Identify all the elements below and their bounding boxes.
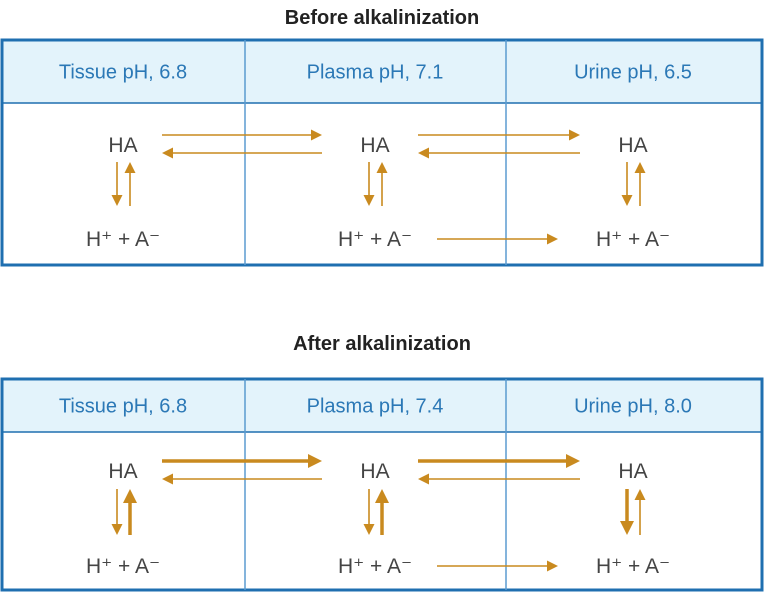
association-arrow — [634, 489, 646, 535]
association-arrow — [634, 162, 646, 206]
compartment-label: Tissue pH, 6.8 — [59, 62, 187, 84]
compartment-label: Urine pH, 6.5 — [574, 62, 692, 84]
compartment-urine: Urine pH, 8.0HA H⁺ + A⁻ — [574, 396, 692, 579]
transfer-arrow-ha — [418, 129, 580, 141]
arrow-head — [634, 489, 646, 500]
arrow-head — [124, 162, 136, 173]
dissociation-arrow — [111, 489, 123, 535]
arrow-head — [111, 195, 123, 206]
compartment-plasma: Plasma pH, 7.4HA H⁺ + A⁻ — [307, 396, 444, 579]
arrow-head — [363, 524, 375, 535]
arrow-head — [620, 521, 634, 535]
species-ions: H⁺ + A⁻ — [596, 555, 670, 578]
arrow-head — [418, 147, 429, 159]
panel-title: Before alkalinization — [285, 7, 480, 29]
compartment-urine: Urine pH, 6.5HA H⁺ + A⁻ — [574, 62, 692, 252]
association-arrow — [375, 489, 389, 535]
arrow-head — [162, 147, 173, 159]
compartment-tissue: Tissue pH, 6.8HA H⁺ + A⁻ — [59, 396, 187, 579]
transfer-arrow-ha — [162, 147, 322, 159]
panel-title: After alkalinization — [293, 333, 471, 355]
arrow-head — [621, 195, 633, 206]
compartment-plasma: Plasma pH, 7.1HA H⁺ + A⁻ — [307, 62, 444, 252]
compartment-label: Tissue pH, 6.8 — [59, 396, 187, 418]
arrow-head — [308, 454, 322, 468]
dissociation-arrow — [620, 489, 634, 535]
transfer-arrow-ha — [162, 473, 322, 485]
dissociation-arrow — [363, 162, 375, 206]
header-band — [2, 379, 762, 432]
arrow-head — [634, 162, 646, 173]
transfer-arrow-ha — [418, 473, 580, 485]
transfer-arrow-a — [437, 233, 558, 245]
species-ha: HA — [618, 134, 647, 157]
panel-border — [0, 377, 764, 592]
species-ions: H⁺ + A⁻ — [596, 228, 670, 251]
arrow-head — [418, 473, 429, 485]
compartment-label: Plasma pH, 7.4 — [307, 396, 444, 418]
species-ha: HA — [360, 134, 389, 157]
header-band — [2, 40, 762, 103]
species-ions: H⁺ + A⁻ — [338, 228, 412, 251]
species-ions: H⁺ + A⁻ — [86, 228, 160, 251]
arrow-head — [569, 129, 580, 141]
arrow-head — [376, 162, 388, 173]
species-ha: HA — [108, 134, 137, 157]
transfer-arrow-ha — [418, 147, 580, 159]
arrow-head — [566, 454, 580, 468]
compartment-label: Plasma pH, 7.1 — [307, 62, 444, 84]
dissociation-arrow — [363, 489, 375, 535]
transfer-arrow-a — [437, 560, 558, 572]
species-ha: HA — [618, 460, 647, 483]
arrow-head — [375, 489, 389, 503]
compartment-label: Urine pH, 8.0 — [574, 396, 692, 418]
arrow-head — [363, 195, 375, 206]
species-ha: HA — [360, 460, 389, 483]
species-ions: H⁺ + A⁻ — [338, 555, 412, 578]
arrow-head — [111, 524, 123, 535]
dissociation-arrow — [111, 162, 123, 206]
association-arrow — [123, 489, 137, 535]
compartment-tissue: Tissue pH, 6.8HA H⁺ + A⁻ — [59, 62, 187, 252]
transfer-arrow-ha — [162, 129, 322, 141]
association-arrow — [124, 162, 136, 206]
dissociation-arrow — [621, 162, 633, 206]
species-ions: H⁺ + A⁻ — [86, 555, 160, 578]
panel-border — [0, 38, 764, 267]
arrow-head — [123, 489, 137, 503]
arrow-head — [162, 473, 173, 485]
arrow-head — [311, 129, 322, 141]
transfer-arrow-ha — [162, 454, 322, 468]
arrow-head — [547, 233, 558, 245]
association-arrow — [376, 162, 388, 206]
arrow-head — [547, 560, 558, 572]
species-ha: HA — [108, 460, 137, 483]
transfer-arrow-ha — [418, 454, 580, 468]
